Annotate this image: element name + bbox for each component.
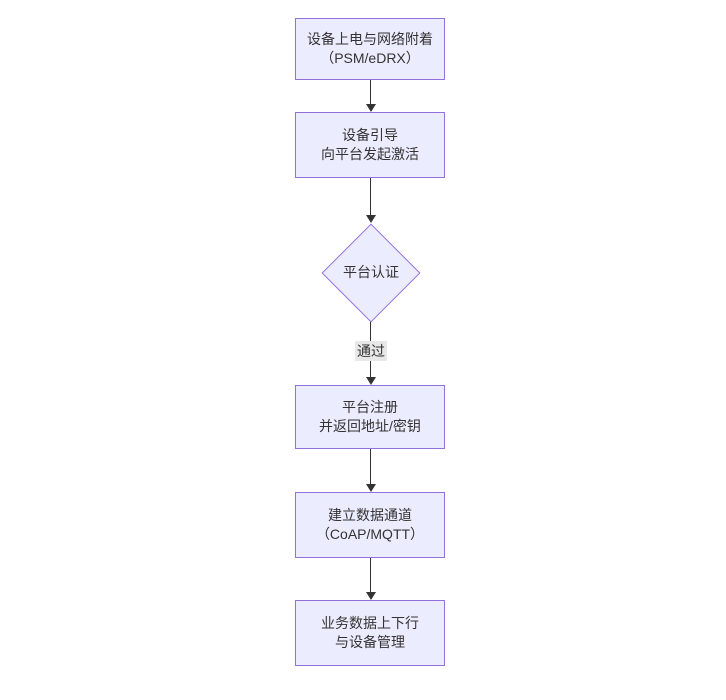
edge-e-f (364, 558, 377, 600)
arrow-head-icon (365, 377, 376, 385)
arrow-head-icon (365, 592, 376, 600)
node-data-channel: 建立数据通道 （CoAP/MQTT） (295, 492, 445, 558)
arrow-head-icon (365, 104, 376, 112)
edge-a-b (364, 80, 377, 112)
node-device-bootstrap: 设备引导 向平台发起激活 (295, 112, 445, 178)
node-label: 业务数据上下行 与设备管理 (321, 615, 419, 650)
node-label: 平台认证 (343, 264, 399, 280)
node-label: 设备引导 向平台发起激活 (321, 127, 419, 162)
edge-label-pass: 通过 (355, 341, 387, 361)
node-label: 设备上电与网络附着 （PSM/eDRX） (307, 31, 433, 66)
node-platform-auth-decision: 平台认证 (321, 223, 421, 322)
edge-b-c (364, 178, 377, 223)
edge-line (370, 178, 371, 216)
node-platform-register: 平台注册 并返回地址/密钥 (295, 385, 445, 449)
edge-d-e (364, 449, 377, 492)
edge-line (370, 449, 371, 485)
node-label: 建立数据通道 （CoAP/MQTT） (315, 507, 425, 542)
edge-line (370, 80, 371, 105)
node-business-data-device-mgmt: 业务数据上下行 与设备管理 (295, 600, 445, 666)
arrow-head-icon (365, 215, 376, 223)
edge-line (370, 558, 371, 593)
node-label: 平台注册 并返回地址/密钥 (319, 399, 421, 434)
node-device-power-network-attach: 设备上电与网络附着 （PSM/eDRX） (295, 18, 445, 80)
arrow-head-icon (365, 484, 376, 492)
